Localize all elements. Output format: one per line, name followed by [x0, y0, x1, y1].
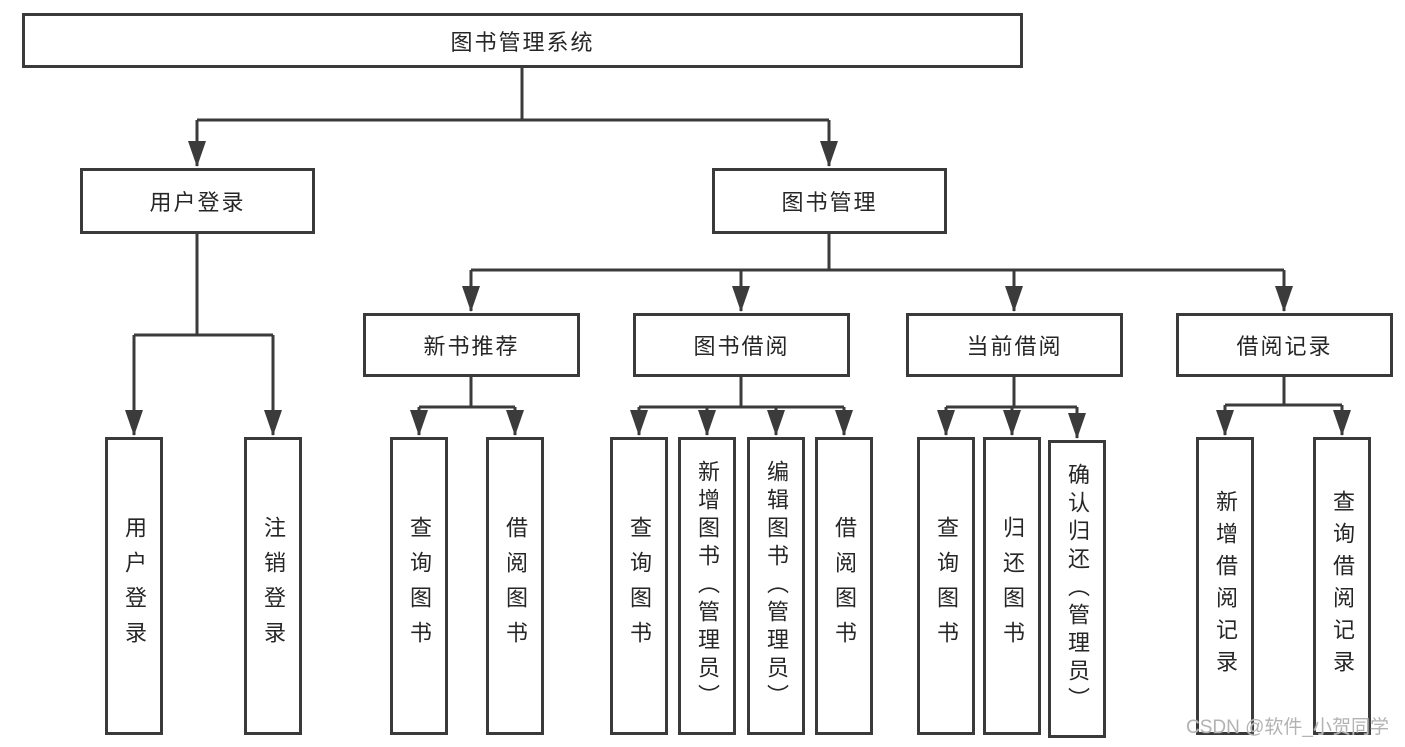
node-label: 图书管理 — [781, 190, 878, 215]
leaf-add-books-admin: 新增图书（管理员） — [678, 437, 736, 735]
node-label: 查询借阅记录 — [1330, 490, 1355, 682]
node-label: 查询图书 — [407, 516, 432, 656]
leaf-logout: 注销登录 — [244, 437, 302, 735]
leaf-query-books-1: 查询图书 — [390, 437, 448, 735]
connector-user-login-split — [134, 234, 273, 337]
node-library-management-system: 图书管理系统 — [22, 13, 1023, 68]
node-label: 归还图书 — [1000, 516, 1025, 656]
leaf-query-books-2: 查询图书 — [610, 437, 668, 735]
node-new-book-recommendation: 新书推荐 — [363, 313, 580, 377]
connector-book-borrow-split — [639, 377, 844, 409]
node-label: 借阅记录 — [1236, 334, 1333, 359]
leaf-add-borrow-record: 新增借阅记录 — [1196, 437, 1254, 735]
node-label: 查询图书 — [627, 516, 652, 656]
node-label: 编辑图书（管理员） — [764, 460, 789, 712]
node-book-management: 图书管理 — [712, 168, 947, 234]
node-label: 确认归还（管理员） — [1065, 463, 1090, 715]
leaf-confirm-return-admin: 确认归还（管理员） — [1048, 440, 1106, 738]
node-label: 图书借阅 — [693, 334, 790, 359]
leaf-borrow-books-1: 借阅图书 — [486, 437, 544, 735]
node-label: 借阅图书 — [832, 516, 857, 656]
node-user-login: 用户登录 — [80, 168, 315, 234]
connector-root-split — [197, 68, 829, 122]
node-label: 当前借阅 — [966, 334, 1063, 359]
node-label: 注销登录 — [261, 516, 286, 656]
leaf-return-books: 归还图书 — [983, 437, 1041, 735]
node-current-borrowing: 当前借阅 — [906, 313, 1123, 377]
node-label: 用户登录 — [122, 516, 147, 656]
node-label: 图书管理系统 — [450, 29, 595, 55]
csdn-watermark: CSDN @软件_小贺同学 — [1186, 717, 1389, 738]
connector-book-mgmt-split — [471, 234, 1284, 272]
node-label: 新增借阅记录 — [1213, 490, 1238, 682]
node-book-borrowing: 图书借阅 — [633, 313, 850, 377]
leaf-edit-books-admin: 编辑图书（管理员） — [747, 437, 805, 735]
connector-current-borrow-split — [946, 377, 1077, 409]
leaf-borrow-books-2: 借阅图书 — [815, 437, 873, 735]
leaf-query-books-3: 查询图书 — [917, 437, 975, 735]
node-label: 新书推荐 — [423, 334, 520, 359]
connector-borrow-records-split — [1225, 377, 1342, 407]
leaf-query-borrow-record: 查询借阅记录 — [1313, 437, 1371, 735]
leaf-user-login: 用户登录 — [105, 437, 163, 735]
node-label: 查询图书 — [934, 516, 959, 656]
node-label: 借阅图书 — [503, 516, 528, 656]
node-label: 用户登录 — [149, 190, 246, 215]
node-borrowing-records: 借阅记录 — [1176, 313, 1393, 377]
node-label: 新增图书（管理员） — [695, 460, 720, 712]
connector-new-books-split — [419, 377, 515, 409]
